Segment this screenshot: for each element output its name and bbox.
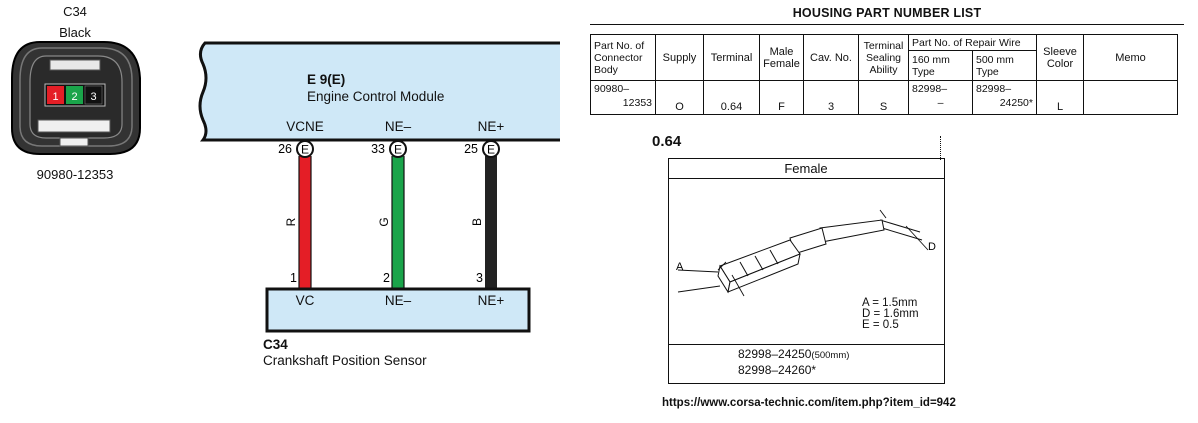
th-500mm: 500 mm Type xyxy=(972,50,1037,81)
wire-r xyxy=(299,156,311,288)
ecm-pin-circle-1 xyxy=(296,140,314,158)
terminal-frame xyxy=(668,158,945,384)
sensor-pin-num-2: 2 xyxy=(383,271,390,285)
wire-g xyxy=(392,156,404,288)
sensor-pin-vc: VC xyxy=(295,293,315,308)
ecm-code: E 9(E) xyxy=(307,72,346,87)
cell-memo xyxy=(1083,80,1178,115)
connector-face-drawing: 1 2 3 xyxy=(11,41,141,155)
th-memo: Memo xyxy=(1083,34,1178,81)
th-cav-no: Cav. No. xyxy=(803,34,859,81)
cell-male-female: F xyxy=(759,80,804,115)
ecm-signal-ne-plus: NE+ xyxy=(477,119,505,134)
wire-code-b: B xyxy=(470,218,484,226)
th-sleeve: Sleeve Color xyxy=(1036,34,1084,81)
dim-d: D = 1.6mm xyxy=(862,308,919,320)
cell-160mm: 82998– – xyxy=(908,80,973,115)
repair-wire-parts: 82998–24250(500mm) 82998–24260* xyxy=(738,347,849,378)
pin-2-number: 2 xyxy=(71,91,77,103)
pin-1-cavity xyxy=(47,86,64,104)
th-sealing: Terminal Sealing Ability xyxy=(858,34,909,81)
dim-e: E = 0.5 xyxy=(862,319,899,331)
frame-footer-line xyxy=(668,344,944,345)
wire-code-g: G xyxy=(377,217,391,226)
ecm-pin-tag-1: E xyxy=(301,143,309,157)
th-terminal: Terminal xyxy=(703,34,760,81)
frame-top-right-tick xyxy=(940,136,941,160)
frame-top-line xyxy=(668,158,944,159)
pin-3-number: 3 xyxy=(90,91,96,103)
ecm-pin-num-3: 25 xyxy=(464,142,478,156)
ecm-pin-num-1: 26 xyxy=(278,142,292,156)
ecm-box xyxy=(198,41,560,142)
ecm-signal-vcne: VCNE xyxy=(286,119,324,134)
sensor-pin-ne-minus: NE– xyxy=(384,293,412,308)
source-url[interactable]: https://www.corsa-technic.com/item.php?i… xyxy=(662,397,956,409)
frame-header-line xyxy=(668,178,944,179)
sensor-name: Crankshaft Position Sensor xyxy=(263,353,427,368)
th-male-female: Male Female xyxy=(759,34,804,81)
ecm-pin-num-2: 33 xyxy=(371,142,385,156)
connector-part-number: 90980-12353 xyxy=(36,167,114,182)
ecm-pin-circle-2 xyxy=(389,140,407,158)
cell-supply: O xyxy=(655,80,704,115)
ecm-pin-tag-2: E xyxy=(394,143,402,157)
repair-part-2: 82998–24260* xyxy=(738,363,817,377)
dim-label-d: D xyxy=(928,241,936,253)
repair-part-1: 82998–24250 xyxy=(738,347,812,361)
pin-1-number: 1 xyxy=(52,91,58,103)
cell-part-no: 90980– 12353 xyxy=(590,80,656,115)
cell-500mm: 82998– 24250* xyxy=(972,80,1037,115)
sensor-pin-ne-plus: NE+ xyxy=(477,293,505,308)
pin-3-cavity xyxy=(84,85,103,105)
connector-id: C34 xyxy=(63,4,87,19)
sensor-code: C34 xyxy=(263,337,288,352)
terminal-type: Female xyxy=(784,161,828,176)
ecm-signal-ne-minus: NE– xyxy=(384,119,412,134)
housing-part-table: Part No. of Connector Body Supply Termin… xyxy=(590,34,1178,115)
th-repair-wire: Part No. of Repair Wire xyxy=(908,34,1037,51)
housing-table-title: HOUSING PART NUMBER LIST xyxy=(792,6,982,20)
connector-color: Black xyxy=(59,25,91,40)
terminal-drawing: A D xyxy=(676,209,936,297)
wire-code-r: R xyxy=(284,217,298,226)
cell-sleeve: L xyxy=(1036,80,1084,115)
frame-bottom-line xyxy=(668,383,944,384)
sensor-pin-num-1: 1 xyxy=(290,271,297,285)
pin-2-cavity xyxy=(66,86,83,104)
cell-cav-no: 3 xyxy=(803,80,859,115)
wire-b xyxy=(485,156,497,288)
cell-sealing: S xyxy=(858,80,909,115)
ecm-pin-circle-3 xyxy=(482,140,500,158)
terminal-dimensions: A = 1.5mm D = 1.6mm E = 0.5 xyxy=(862,297,919,331)
repair-part-1-note: (500mm) xyxy=(811,350,850,361)
sensor-pin-num-3: 3 xyxy=(476,271,483,285)
sensor-box xyxy=(265,287,531,333)
title-rule xyxy=(590,24,1184,25)
th-supply: Supply xyxy=(655,34,704,81)
dim-a: A = 1.5mm xyxy=(862,297,918,309)
ecm-pin-tag-3: E xyxy=(487,143,495,157)
ecm-name: Engine Control Module xyxy=(307,89,445,104)
dim-label-a: A xyxy=(676,261,684,273)
wiring-diagram: E E E 26 33 25 R G B 1 2 3 xyxy=(198,41,560,333)
th-part-no: Part No. of Connector Body xyxy=(590,34,656,81)
th-160mm: 160 mm Type xyxy=(908,50,973,81)
cell-terminal: 0.64 xyxy=(703,80,760,115)
terminal-size: 0.64 xyxy=(652,133,682,150)
